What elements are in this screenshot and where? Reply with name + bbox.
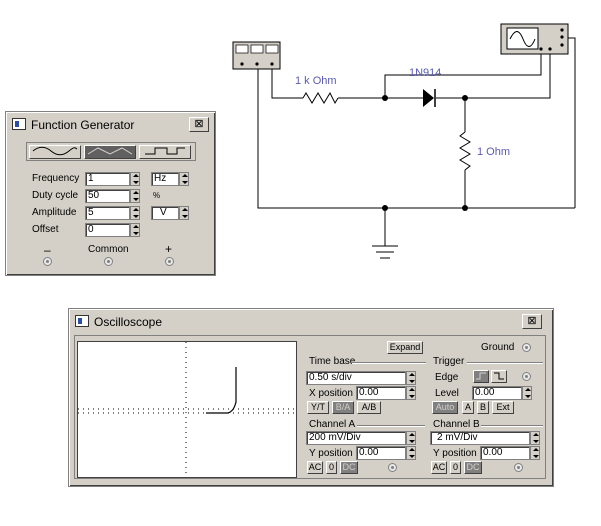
triangle-wave-button[interactable] <box>84 145 136 159</box>
edge-rising-button[interactable] <box>473 370 489 383</box>
plus-terminal-label: + <box>165 242 173 256</box>
frequency-unit-select[interactable]: Hz <box>151 172 179 186</box>
channel-b-ypos-input[interactable]: 0.00 <box>480 446 530 460</box>
channel-a-dc-button[interactable]: DC <box>340 461 358 474</box>
trigger-label: Trigger <box>433 356 465 367</box>
function-generator-window: Function Generator ⊠ Frequency 1 Hz Duty… <box>5 111 216 276</box>
frequency-unit-spinner[interactable] <box>179 172 189 186</box>
channel-a-ypos-spinner[interactable] <box>406 446 416 460</box>
diode-label: 1N914 <box>409 67 441 79</box>
channel-b-zero-button[interactable]: 0 <box>450 461 461 474</box>
mode-ab-button[interactable]: A/B <box>357 401 381 414</box>
duty-cycle-unit: % <box>153 191 161 200</box>
amplitude-spinner[interactable] <box>130 206 140 220</box>
level-spinner[interactable] <box>522 386 532 400</box>
mode-yt-button[interactable]: Y/T <box>307 401 329 414</box>
frequency-label: Frequency <box>32 173 80 184</box>
resistor-2-label: 1 Ohm <box>477 146 510 158</box>
mode-ba-button[interactable]: B/A <box>332 401 354 414</box>
trigger-a-button[interactable]: A <box>462 401 474 414</box>
timebase-divider <box>352 362 426 364</box>
duty-cycle-label: Duty cycle <box>32 190 79 201</box>
channel-b-scale-spinner[interactable] <box>530 431 540 445</box>
amplitude-unit-spinner[interactable] <box>179 206 189 220</box>
osc-titlebar[interactable]: Oscilloscope ⊠ <box>72 312 550 331</box>
channel-b-ac-button[interactable]: AC <box>431 461 447 474</box>
trigger-ext-button[interactable]: Ext <box>492 401 514 414</box>
trigger-b-button[interactable]: B <box>477 401 489 414</box>
offset-input[interactable]: 0 <box>85 223 130 237</box>
osc-close-button[interactable]: ⊠ <box>522 314 542 329</box>
channel-b-label: Channel B <box>433 419 480 430</box>
resistor-1-label: 1 k Ohm <box>295 75 337 87</box>
channel-a-ypos-label: Y position <box>309 448 353 459</box>
osc-frame <box>74 335 546 479</box>
timebase-label: Time base <box>309 356 356 367</box>
level-label: Level <box>435 388 459 399</box>
amplitude-input[interactable]: 5 <box>85 206 130 220</box>
function-generator-symbol[interactable] <box>232 41 281 70</box>
channel-a-scale-input[interactable]: 200 mV/Div <box>306 431 406 445</box>
channel-a-zero-button[interactable]: 0 <box>326 461 337 474</box>
duty-cycle-input[interactable]: 50 <box>85 189 130 203</box>
timebase-input[interactable]: 0.50 s/div <box>306 371 406 385</box>
channel-a-ac-button[interactable]: AC <box>307 461 323 474</box>
amplitude-unit-select[interactable]: V <box>151 206 179 220</box>
fg-titlebar[interactable]: Function Generator ⊠ <box>9 115 212 134</box>
timebase-spinner[interactable] <box>406 371 416 385</box>
channel-b-terminal[interactable] <box>514 463 523 472</box>
channel-a-scale-spinner[interactable] <box>406 431 416 445</box>
osc-screen <box>77 341 297 478</box>
minus-terminal[interactable] <box>43 257 52 266</box>
frequency-input[interactable]: 1 <box>85 172 130 186</box>
window-icon <box>12 118 26 130</box>
channel-b-scale-input[interactable]: 2 mV/Div <box>430 431 530 445</box>
xpos-input[interactable]: 0.00 <box>356 386 406 400</box>
square-wave-button[interactable] <box>139 145 191 159</box>
channel-b-ypos-spinner[interactable] <box>530 446 540 460</box>
trigger-auto-button[interactable]: Auto <box>432 401 458 414</box>
duty-cycle-spinner[interactable] <box>130 189 140 203</box>
channel-a-divider <box>357 425 425 427</box>
channel-b-dc-button[interactable]: DC <box>464 461 482 474</box>
minus-terminal-label: – <box>44 243 51 257</box>
edge-falling-button[interactable] <box>491 370 507 383</box>
offset-label: Offset <box>32 224 59 235</box>
osc-trace <box>206 367 237 414</box>
ground-terminal[interactable] <box>522 343 531 352</box>
common-terminal[interactable] <box>104 257 113 266</box>
edge-label: Edge <box>435 372 459 383</box>
fg-close-button[interactable]: ⊠ <box>189 117 209 132</box>
waveform-selector <box>26 142 196 161</box>
trigger-divider <box>467 362 543 364</box>
window-icon <box>75 315 89 327</box>
oscilloscope-window: Oscilloscope ⊠ Expand Ground Time base 0… <box>68 308 554 487</box>
xpos-label: X position <box>309 388 353 399</box>
fg-title: Function Generator <box>31 118 135 132</box>
oscilloscope-symbol[interactable] <box>500 23 569 55</box>
xpos-spinner[interactable] <box>406 386 416 400</box>
channel-a-ypos-input[interactable]: 0.00 <box>356 446 406 460</box>
ground-label: Ground <box>481 342 515 353</box>
frequency-spinner[interactable] <box>130 172 140 186</box>
common-terminal-label: Common <box>88 244 129 255</box>
plus-terminal[interactable] <box>165 257 174 266</box>
osc-title: Oscilloscope <box>94 315 163 329</box>
channel-a-label: Channel A <box>309 419 356 430</box>
sine-wave-button[interactable] <box>29 145 81 159</box>
trigger-terminal[interactable] <box>522 372 531 381</box>
amplitude-label: Amplitude <box>32 207 77 218</box>
offset-spinner[interactable] <box>130 223 140 237</box>
expand-button[interactable]: Expand <box>387 341 423 354</box>
channel-b-ypos-label: Y position <box>433 448 477 459</box>
resistor-2 <box>459 131 471 171</box>
channel-b-divider <box>481 425 543 427</box>
diode <box>423 89 436 107</box>
resistor-1 <box>302 91 339 105</box>
channel-a-terminal[interactable] <box>388 463 397 472</box>
level-input[interactable]: 0.00 <box>472 386 522 400</box>
circuit-schematic: 1 k Ohm 1N914 1 Ohm <box>232 23 576 259</box>
